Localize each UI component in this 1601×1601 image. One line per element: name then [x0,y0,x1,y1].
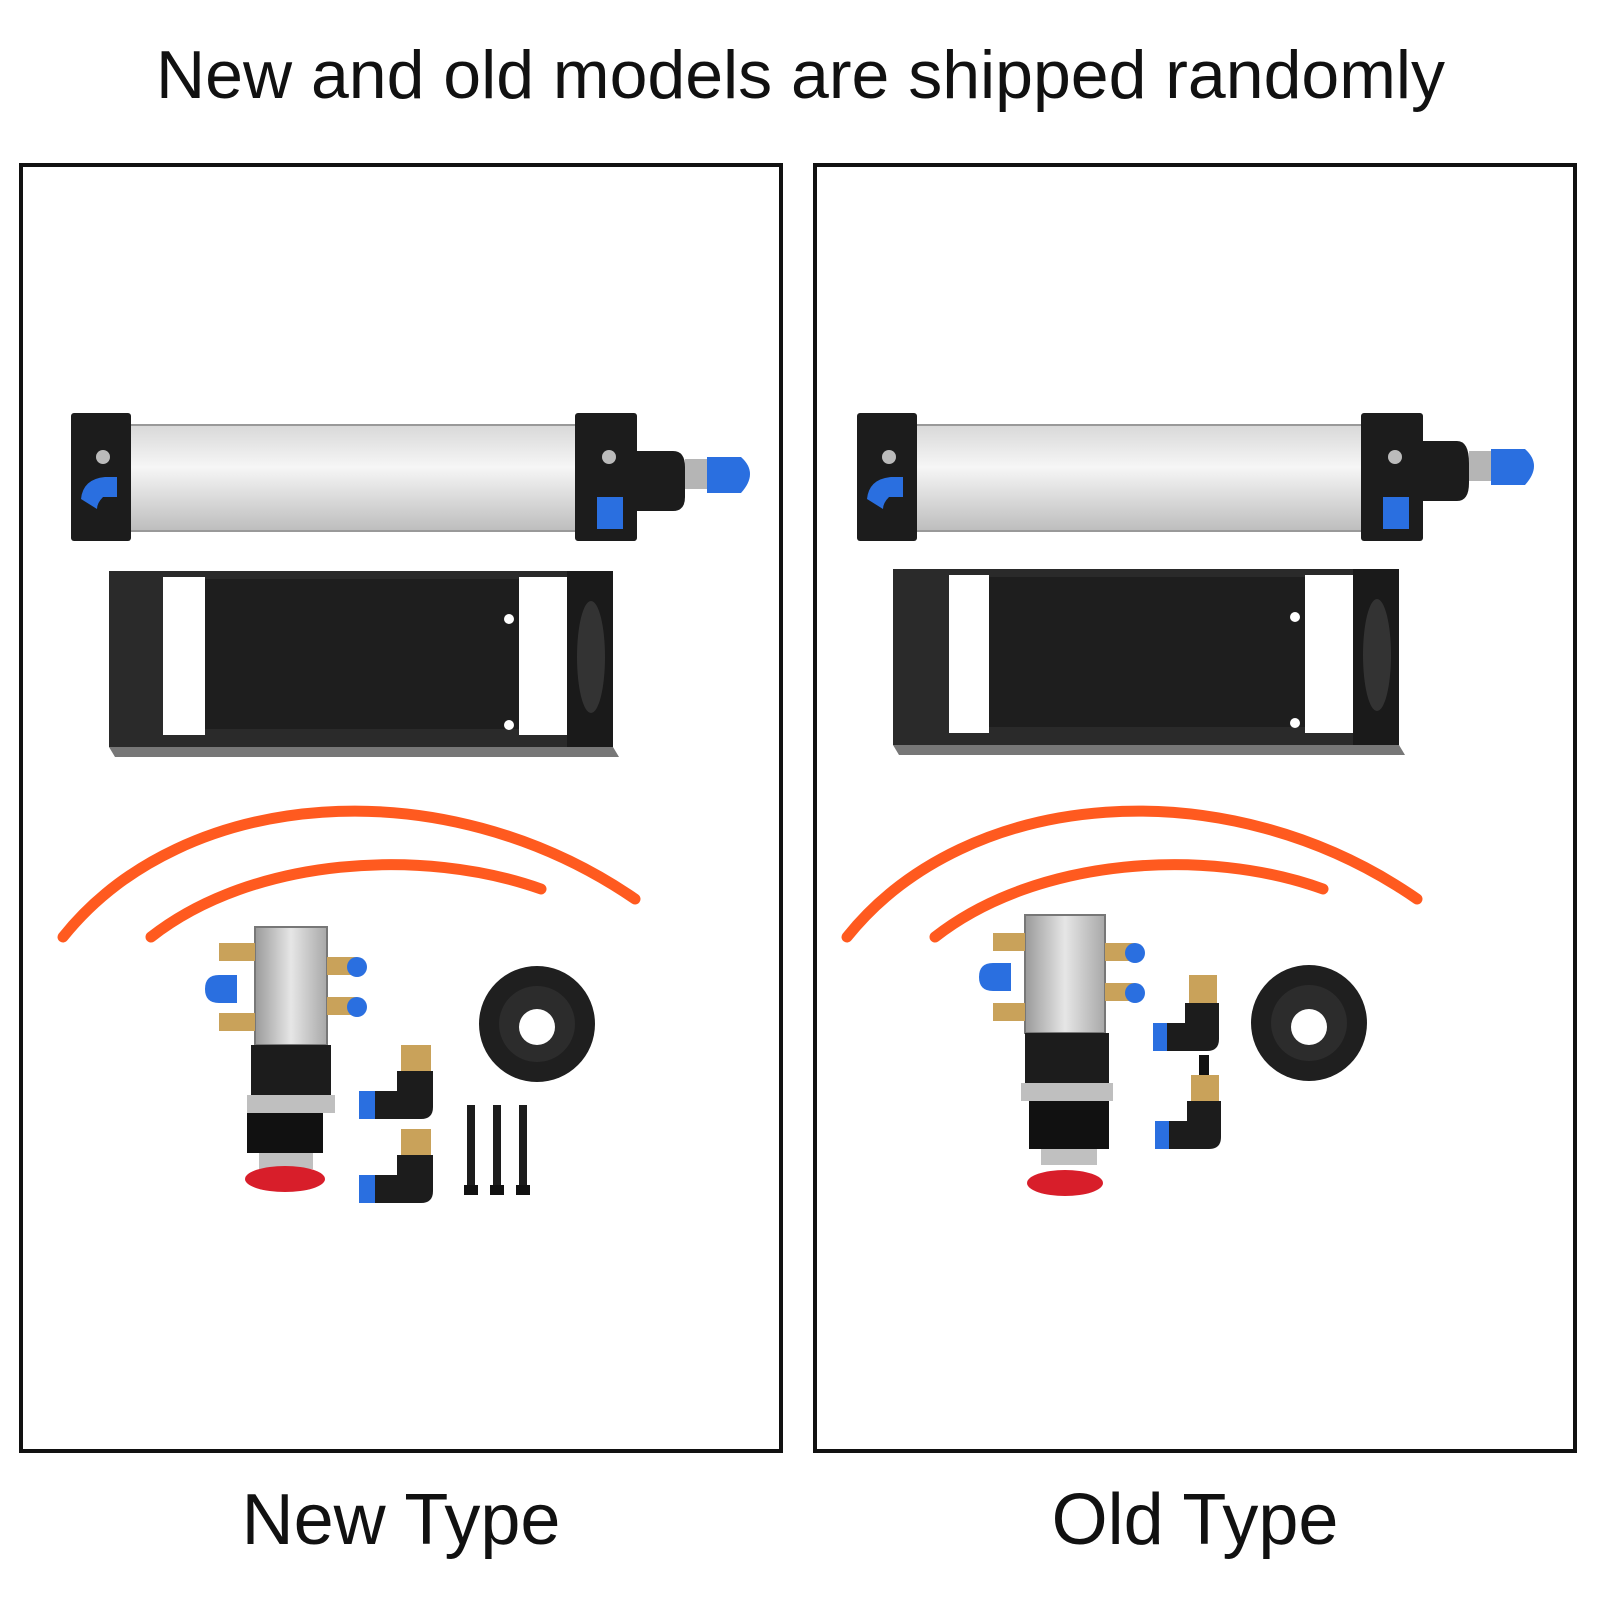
washer-icon [1251,965,1367,1081]
product-illustration-old [841,413,1534,1196]
product-illustration-new [57,413,750,1203]
elbow-fitting-icon [1153,975,1221,1149]
air-tube-icon [841,805,1423,943]
headline: New and old models are shipped randomly [156,37,1445,113]
valve-icon [205,926,367,1192]
air-cylinder-icon [857,413,1534,541]
air-cylinder-icon [71,413,750,541]
air-tube-icon [57,805,641,943]
valve-icon [979,914,1145,1196]
panel-old-type [813,163,1577,1453]
mounting-bracket-icon [893,569,1405,755]
caption-old-type: Old Type [1051,1480,1339,1560]
screw-icon [464,1105,530,1195]
panel-new-type [19,163,783,1453]
caption-new-type: New Type [241,1480,561,1560]
mounting-bracket-icon [109,571,619,757]
washer-icon [479,966,595,1082]
elbow-fitting-icon [359,1045,433,1203]
